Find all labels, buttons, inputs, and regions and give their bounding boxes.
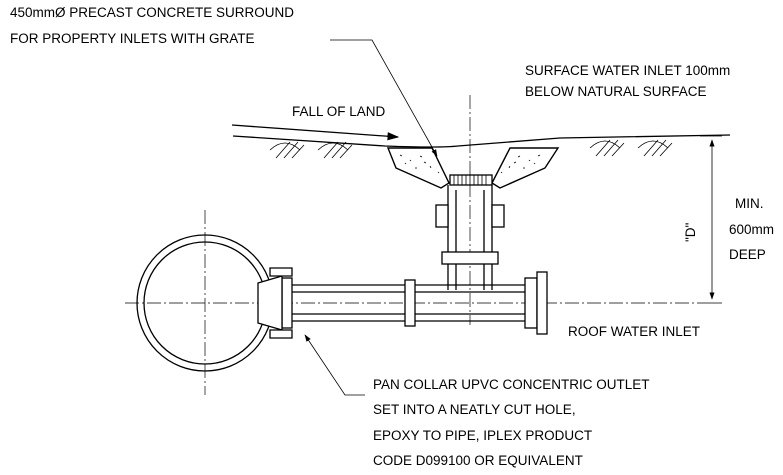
pan-collar-leader [304,334,365,396]
earth-hatch-right-1 [589,139,625,157]
inlet-grate [449,174,493,186]
connection-pipe [262,271,548,335]
surround-label-line2: FOR PROPERTY INLETS WITH GRATE [10,31,255,46]
dimension-d-label: "D" [683,222,698,242]
pan-collar-label-line1: PAN COLLAR UPVC CONCENTRIC OUTLET [373,377,650,392]
fall-of-land-arrow [231,124,400,141]
ground-surface [232,134,731,148]
earth-hatch-left-1 [269,141,305,159]
pan-collar-outlet [257,267,293,339]
pan-collar-label-line2: SET INTO A NEATLY CUT HOLE, [373,402,576,417]
depth-dimension [700,135,722,304]
surround-label-line1: 450mmØ PRECAST CONCRETE SURROUND [10,5,294,20]
pan-collar-label-line4: CODE D099100 OR EQUIVALENT [373,453,583,468]
depth-label-line2: 600mm [729,222,774,237]
depth-label-line3: DEEP [729,247,766,262]
precast-concrete-surround [386,147,560,189]
depth-label-line1: MIN. [735,196,764,211]
fall-of-land-label: FALL OF LAND [292,104,386,119]
roof-inlet-label: ROOF WATER INLET [568,324,700,339]
earth-hatch-left-2 [317,141,353,159]
surface-inlet-label-line2: BELOW NATURAL SURFACE [525,84,707,99]
centre-lines [125,95,700,395]
vertical-riser [435,185,505,290]
earth-hatch-right-2 [637,139,673,157]
surround-leader [330,39,438,157]
surface-inlet-label-line1: SURFACE WATER INLET 100mm [525,63,730,78]
pan-collar-label-line3: EPOXY TO PIPE, IPLEX PRODUCT [373,428,592,443]
